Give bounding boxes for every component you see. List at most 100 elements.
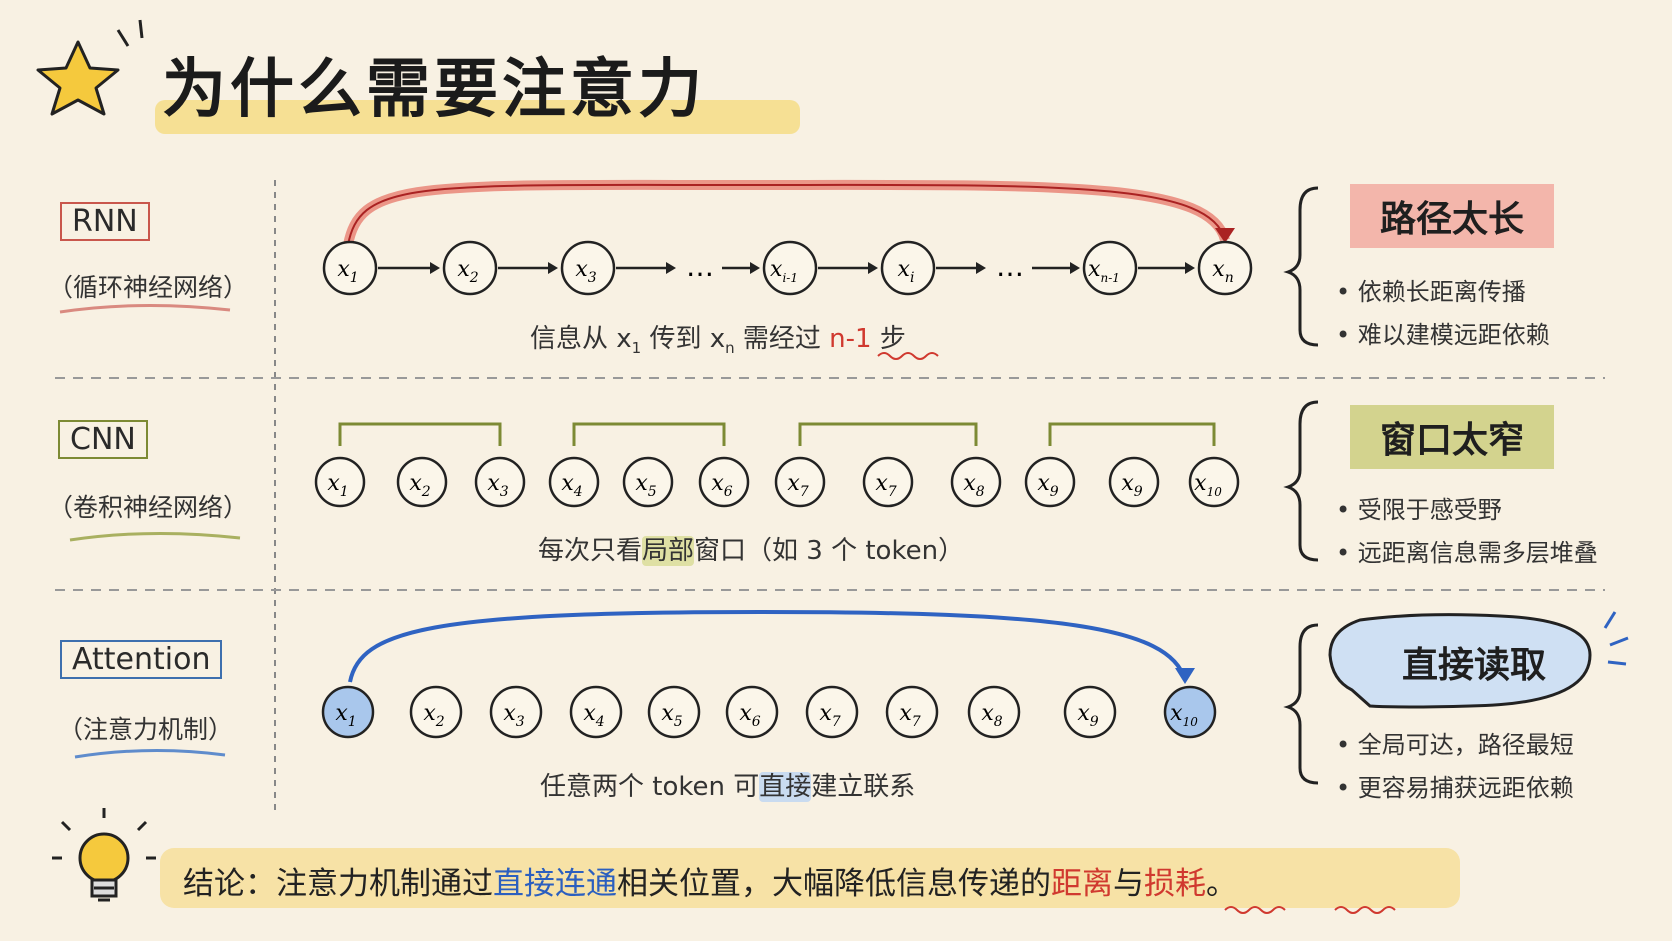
attention-node-circle <box>569 685 623 739</box>
attention-label: Attention <box>60 640 223 679</box>
attention-node: x7 <box>885 685 939 739</box>
rnn-node-circle <box>762 240 818 296</box>
conclusion: 结论：注意力机制通过直接连通相关位置，大幅降低信息传递的距离与损耗。 <box>183 858 1237 903</box>
cnn-node-label: x1 <box>327 471 348 500</box>
rnn-arrowhead <box>430 262 440 274</box>
attention-node: x5 <box>647 685 701 739</box>
attention-caption: 任意两个 token 可直接建立联系 <box>540 766 915 803</box>
rnn-node-label: x2 <box>457 257 478 286</box>
rnn-node: x3 <box>560 240 616 296</box>
cnn-caption-highlight: 局部 <box>642 536 695 566</box>
cnn-node-circle <box>1188 456 1240 508</box>
rnn-node-circle <box>1197 240 1253 296</box>
rnn-node-circle <box>1082 240 1138 296</box>
cnn-node-circle <box>314 456 366 508</box>
attention-caption-highlight: 直接 <box>759 772 812 802</box>
cnn-node-label: x8 <box>963 471 984 500</box>
attention-node-label: x8 <box>981 701 1002 730</box>
cnn-node-label: x7 <box>875 471 896 500</box>
rnn-caption: 信息从 x1 传到 xn 需经过 n-1 步 <box>530 318 906 357</box>
rnn-arrowhead <box>868 262 878 274</box>
cnn-window-bracket <box>798 422 978 446</box>
cnn-node-label: x10 <box>1194 471 1222 499</box>
conclusion-hl-connect: 直接连通 <box>493 866 617 902</box>
cnn-node-label: x2 <box>409 471 430 500</box>
attention-node-label: x5 <box>661 701 682 730</box>
conclusion-end: 。 <box>1206 866 1237 902</box>
conclusion-hl-distance: 距离 <box>1051 866 1113 902</box>
rnn-node-circle <box>880 240 936 296</box>
attention-node-circle <box>967 685 1021 739</box>
rnn-node-label: xn-1 <box>1088 257 1120 285</box>
cnn-node: x2 <box>396 456 448 508</box>
attention-caption-pre: 任意两个 token 可 <box>540 772 760 802</box>
attention-node-label: x7 <box>819 701 840 730</box>
attention-node: x9 <box>1063 685 1117 739</box>
attention-node: x4 <box>569 685 623 739</box>
rnn-sequence: x1 x2 x3 … xi-1 xi … xn-1 xn <box>322 240 1253 296</box>
rnn-node-label: xi-1 <box>770 257 798 285</box>
rnn-node-label: xn <box>1212 257 1233 286</box>
attention-node-label: x1 <box>335 701 356 730</box>
attention-node: x2 <box>409 685 463 739</box>
attention-node-label: x10 <box>1170 701 1198 729</box>
attention-node-label: x9 <box>1077 701 1098 730</box>
rnn-node: xi-1 <box>762 240 818 296</box>
attention-node-circle <box>489 685 543 739</box>
lightbulb-icon <box>52 808 156 902</box>
attention-node-label: x2 <box>423 701 444 730</box>
rnn-node: x1 <box>322 240 378 296</box>
rnn-node-circle <box>322 240 378 296</box>
attention-node: x8 <box>967 685 1021 739</box>
attention-node-circle <box>885 685 939 739</box>
rnn-node-label: x1 <box>337 257 358 286</box>
cnn-node: x4 <box>548 456 600 508</box>
rnn-ellipsis: … <box>686 250 714 283</box>
attention-node: x7 <box>805 685 859 739</box>
attention-node: x3 <box>489 685 543 739</box>
rnn-long-arc <box>343 179 1230 246</box>
conclusion-hl-loss: 损耗 <box>1144 866 1206 902</box>
attention-node-circle <box>409 685 463 739</box>
rnn-caption-sub1: 1 <box>631 339 642 358</box>
cnn-node: x10 <box>1188 456 1240 508</box>
cnn-node: x7 <box>774 456 826 508</box>
cnn-node-label: x9 <box>1037 471 1058 500</box>
cnn-node-label: x4 <box>561 471 582 500</box>
rnn-label: RNN <box>60 202 150 241</box>
rnn-ellipsis: … <box>996 250 1024 283</box>
cnn-node-label: x5 <box>635 471 656 500</box>
cnn-node-circle <box>622 456 674 508</box>
attention-caption-post: 建立联系 <box>811 772 916 802</box>
conclusion-highlight <box>160 848 1460 908</box>
rnn-bullet-1: 依赖长距离传播 <box>1336 272 1526 307</box>
attention-bullet-2: 更容易捕获远距依赖 <box>1336 768 1574 803</box>
rnn-arrowhead <box>1185 262 1195 274</box>
attention-node-label: x4 <box>583 701 604 730</box>
rnn-node-circle <box>560 240 616 296</box>
star-icon <box>36 19 144 116</box>
conclusion-prefix: 结论：注意力机制通过 <box>183 866 493 902</box>
cnn-node: x9 <box>1024 456 1076 508</box>
cnn-caption-post: 窗口（如 3 个 token） <box>694 536 965 566</box>
attention-node-label: x3 <box>503 701 524 730</box>
cnn-node-circle <box>950 456 1002 508</box>
cnn-node: x3 <box>474 456 526 508</box>
cnn-window-bracket <box>338 422 502 446</box>
cnn-node-label: x7 <box>787 471 808 500</box>
attention-node-circle <box>1063 685 1117 739</box>
rnn-node-label: x3 <box>575 257 596 286</box>
rnn-node: xi <box>880 240 936 296</box>
rnn-tag: 路径太长 <box>1350 184 1555 248</box>
rnn-caption-mid: 传到 x <box>641 324 726 354</box>
cnn-window-bracket <box>1048 422 1216 446</box>
rnn-sublabel: （循环神经网络） <box>48 273 249 302</box>
attention-node-circle <box>725 685 779 739</box>
cnn-caption: 每次只看局部窗口（如 3 个 token） <box>538 530 964 567</box>
cnn-node: x5 <box>622 456 674 508</box>
direct-read-bubble <box>1328 613 1592 709</box>
attention-node: x1 <box>321 685 375 739</box>
rnn-arrowhead <box>750 262 760 274</box>
